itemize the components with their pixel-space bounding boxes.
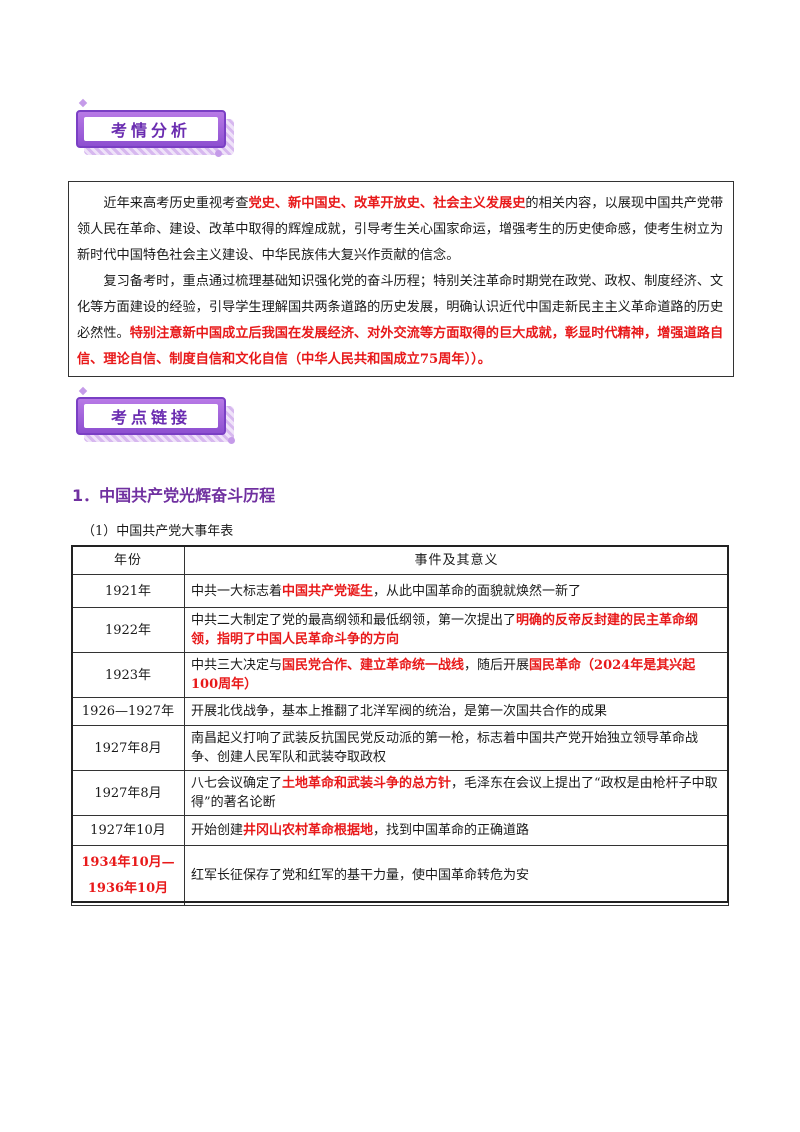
event-cell: 开始创建井冈山农村革命根据地，找到中国革命的正确道路 (184, 815, 729, 846)
event-cell: 红军长征保存了党和红军的基干力量，使中国革命转危为安 (184, 845, 729, 906)
year-cell: 1922年 (71, 607, 185, 653)
analysis-box: 近年来高考历史重视考查党史、新中国史、改革开放史、社会主义发展史的相关内容，以展… (68, 181, 734, 377)
event-cell: 中共二大制定了党的最高纲领和最低纲领，第一次提出了明确的反帝反封建的民主革命纲领… (184, 607, 729, 653)
links-badge: 考点链接 (76, 397, 236, 442)
body-text: 八七会议确定了 (191, 776, 283, 791)
table-row: 1927年8月八七会议确定了土地革命和武装斗争的总方针，毛泽东在会议上提出了“政… (71, 770, 729, 816)
table-row: 1926—1927年开展北伐战争，基本上推翻了北洋军阀的统治，是第一次国共合作的… (71, 697, 729, 726)
table-row: 1927年10月开始创建井冈山农村革命根据地，找到中国革命的正确道路 (71, 815, 729, 846)
body-text: ，随后开展 (464, 658, 530, 673)
sparkle-icon (78, 386, 88, 396)
body-text: 中共二大制定了党的最高纲领和最低纲领，第一次提出了 (191, 613, 517, 628)
table-title: （1）中国共产党大事年表 (82, 524, 234, 539)
year-cell: 1927年8月 (71, 725, 185, 771)
highlight-text: 特别注意新中国成立后我国在发展经济、对外交流等方面取得的巨大成就，彰显时代精神，… (77, 326, 724, 367)
header-event: 事件及其意义 (184, 545, 729, 575)
body-text: ，找到中国革命的正确道路 (373, 823, 530, 838)
event-cell: 八七会议确定了土地革命和武装斗争的总方针，毛泽东在会议上提出了“政权是由枪杆子中… (184, 770, 729, 816)
highlight-text: 井冈山农村革命根据地 (243, 823, 374, 838)
dot-icon (228, 437, 235, 444)
year-cell: 1934年10月—1936年10月 (71, 845, 185, 906)
highlight-text: 国民党合作、建立革命统一战线 (282, 658, 465, 673)
analysis-paragraph-2: 复习备考时，重点通过梳理基础知识强化党的奋斗历程；特别关注革命时期党在政党、政权… (77, 269, 725, 373)
body-text: 中共一大标志着 (191, 583, 283, 599)
analysis-badge-label: 考情分析 (84, 117, 218, 141)
events-table: 年份 事件及其意义 1921年中共一大标志着中国共产党诞生，从此中国革命的面貌就… (71, 545, 729, 906)
table-row: 1922年中共二大制定了党的最高纲领和最低纲领，第一次提出了明确的反帝反封建的民… (71, 607, 729, 653)
header-year: 年份 (71, 545, 185, 575)
body-text: 中共三大决定与 (191, 658, 283, 673)
year-cell: 1927年10月 (71, 815, 185, 846)
highlight-text: 明确的反帝反封建的民主革命纲领，指明了中国人民革命斗争的方向 (191, 613, 699, 647)
body-text: 近年来高考历史重视考查 (103, 196, 249, 211)
event-cell: 中共一大标志着中国共产党诞生，从此中国革命的面貌就焕然一新了 (184, 574, 729, 608)
body-text: 南昌起义打响了武装反抗国民党反动派的第一枪，标志着中国共产党开始独立领导革命战争… (191, 731, 699, 765)
year-cell: 1921年 (71, 574, 185, 608)
event-cell: 开展北伐战争，基本上推翻了北洋军阀的统治，是第一次国共合作的成果 (184, 697, 729, 726)
analysis-paragraph-1: 近年来高考历史重视考查党史、新中国史、改革开放史、社会主义发展史的相关内容，以展… (77, 191, 725, 269)
links-badge-label: 考点链接 (84, 404, 218, 428)
table-row: 1927年8月南昌起义打响了武装反抗国民党反动派的第一枪，标志着中国共产党开始独… (71, 725, 729, 771)
body-text: 开展北伐战争，基本上推翻了北洋军阀的统治，是第一次国共合作的成果 (191, 704, 608, 719)
table-header-row: 年份 事件及其意义 (71, 545, 729, 575)
sparkle-icon (78, 98, 88, 108)
table-row: 1934年10月—1936年10月红军长征保存了党和红军的基干力量，使中国革命转… (71, 845, 729, 906)
highlight-text: 中国共产党诞生 (282, 583, 374, 599)
highlight-text: 土地革命和武装斗争的总方针 (282, 776, 452, 791)
body-text: 复习备考时，重点通过梳理基础知识强化党的奋斗历程；特别关注革命时期党在政党、政权… (77, 274, 724, 341)
event-cell: 南昌起义打响了武装反抗国民党反动派的第一枪，标志着中国共产党开始独立领导革命战争… (184, 725, 729, 771)
section-title: 1．中国共产党光辉奋斗历程 (72, 486, 276, 505)
year-cell: 1923年 (71, 652, 185, 698)
table-row: 1921年中共一大标志着中国共产党诞生，从此中国革命的面貌就焕然一新了 (71, 574, 729, 608)
event-cell: 中共三大决定与国民党合作、建立革命统一战线，随后开展国民革命（2024年是其兴起… (184, 652, 729, 698)
dot-icon (215, 150, 222, 157)
body-text: 开始创建 (191, 823, 244, 838)
highlight-text: 国民革命（2024年是其兴起100周年） (191, 658, 696, 692)
body-text: ，毛泽东在会议上提出了“政权是由枪杆子中取得”的著名论断 (191, 776, 718, 810)
body-text: 红军长征保存了党和红军的基干力量，使中国革命转危为安 (191, 868, 530, 883)
highlight-text: 党史、新中国史、改革开放史、社会主义发展史 (248, 196, 526, 211)
analysis-badge: 考情分析 (76, 110, 236, 155)
badge-face: 考点链接 (76, 397, 226, 435)
table-row: 1923年中共三大决定与国民党合作、建立革命统一战线，随后开展国民革命（2024… (71, 652, 729, 698)
body-text: ，从此中国革命的面貌就焕然一新了 (373, 583, 582, 599)
badge-face: 考情分析 (76, 110, 226, 148)
year-cell: 1927年8月 (71, 770, 185, 816)
body-text: 的相关内容，以展现中国共产党带领人民在革命、建设、改革中取得的辉煌成就，引导考生… (77, 196, 724, 263)
year-cell: 1926—1927年 (71, 697, 185, 726)
